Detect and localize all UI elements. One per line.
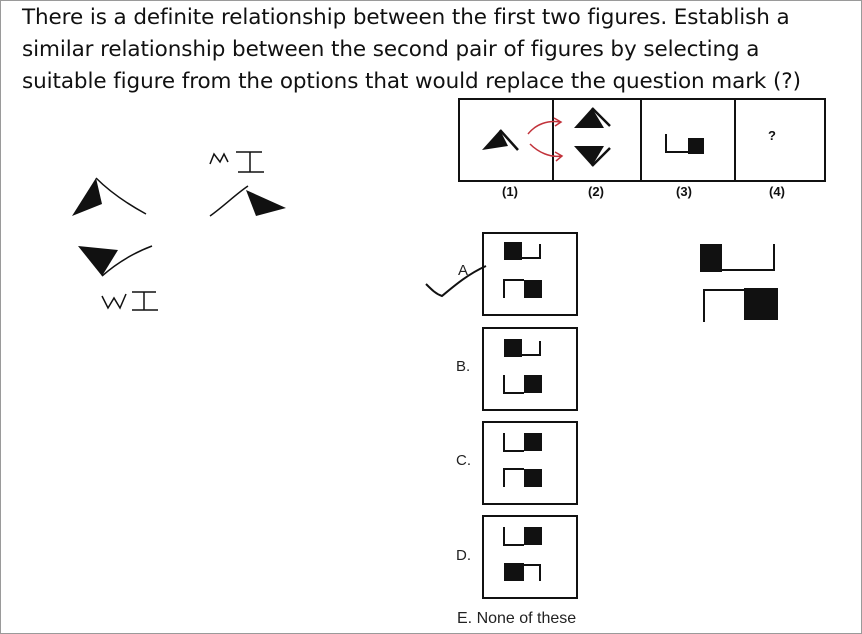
option-a-label: A: [458, 262, 469, 279]
option-e-label[interactable]: E. None of these: [457, 610, 577, 627]
option-c-shape: [503, 433, 542, 487]
option-b-label: B.: [456, 358, 471, 375]
question-line-1: There is a definite relationship between…: [22, 5, 790, 30]
option-d-label: D.: [456, 547, 471, 564]
checkmark-icon: [425, 265, 487, 298]
option-c-figure[interactable]: [482, 421, 578, 505]
option-b-shape: [503, 339, 542, 394]
option-a-figure[interactable]: [482, 232, 578, 316]
question-line-3: suitable figure from the options that wo…: [22, 69, 801, 94]
figure-cell-4: ?: [736, 100, 826, 180]
option-c-label: C.: [456, 452, 471, 469]
option-b-figure[interactable]: [482, 327, 578, 411]
figure-label-1: (1): [502, 184, 518, 199]
figure-label-3: (3): [676, 184, 692, 199]
figure-cell-1: [460, 100, 554, 180]
figure-2-shape: [574, 107, 611, 167]
figure-series: ?: [458, 98, 826, 182]
question-mark: ?: [768, 128, 776, 143]
question-text: There is a definite relationship between…: [22, 2, 842, 98]
option-a-shape: [503, 242, 542, 298]
option-d-figure[interactable]: [482, 515, 578, 599]
option-d-shape: [503, 527, 542, 581]
figure-cell-3: [642, 100, 736, 180]
red-arrow-annotation: [527, 117, 564, 162]
handwritten-annotations: [72, 151, 286, 311]
figure-label-2: (2): [588, 184, 604, 199]
question-line-2: similar relationship between the second …: [22, 37, 760, 62]
figure-label-4: (4): [769, 184, 785, 199]
figure-cell-2: [554, 100, 642, 180]
figure-3-shape: [665, 134, 704, 154]
handwritten-sketch: [700, 244, 778, 322]
figure-1-shape: [482, 129, 519, 151]
